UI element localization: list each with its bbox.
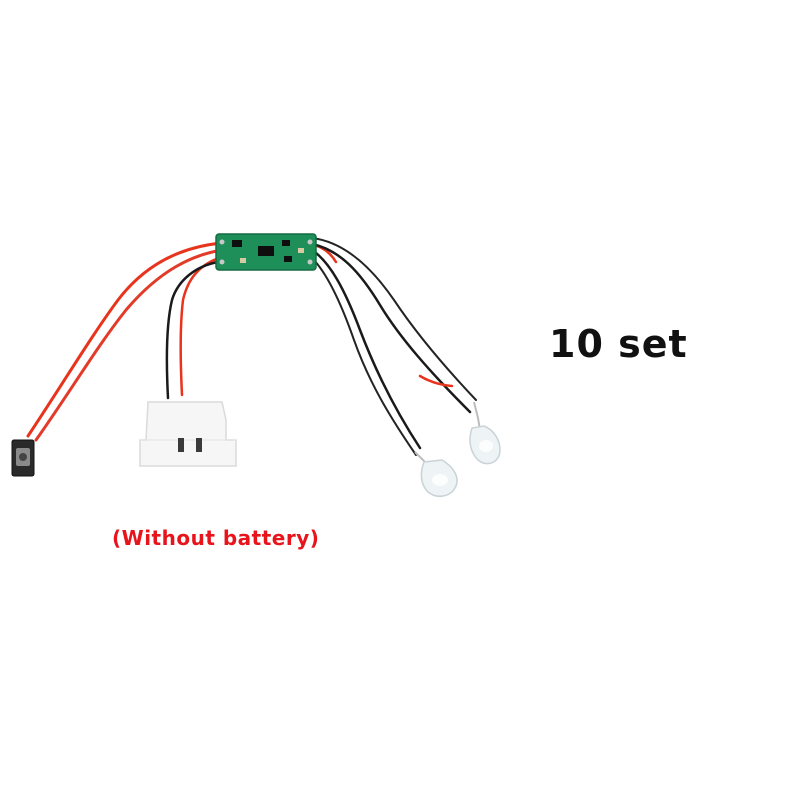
- red-wire-led: [418, 374, 454, 388]
- black-wire-led-1: [310, 248, 422, 450]
- black-wire-led-1b: [311, 257, 417, 456]
- led-bulbs: [414, 401, 501, 498]
- black-wire-led-2: [310, 242, 472, 414]
- circuit-board: [215, 233, 317, 271]
- black-wire-battery: [165, 260, 220, 400]
- red-wire-2: [34, 248, 224, 442]
- battery-note: (Without battery): [112, 526, 320, 550]
- battery-box: [139, 401, 237, 467]
- led-bulb-1: [414, 451, 458, 498]
- led-bulb-2: [469, 401, 501, 465]
- quantity-label: 10 set: [549, 322, 688, 366]
- push-switch: [11, 439, 35, 477]
- black-wires: [165, 237, 477, 456]
- red-wire-1: [26, 241, 224, 438]
- black-wire-led-2b: [311, 237, 477, 401]
